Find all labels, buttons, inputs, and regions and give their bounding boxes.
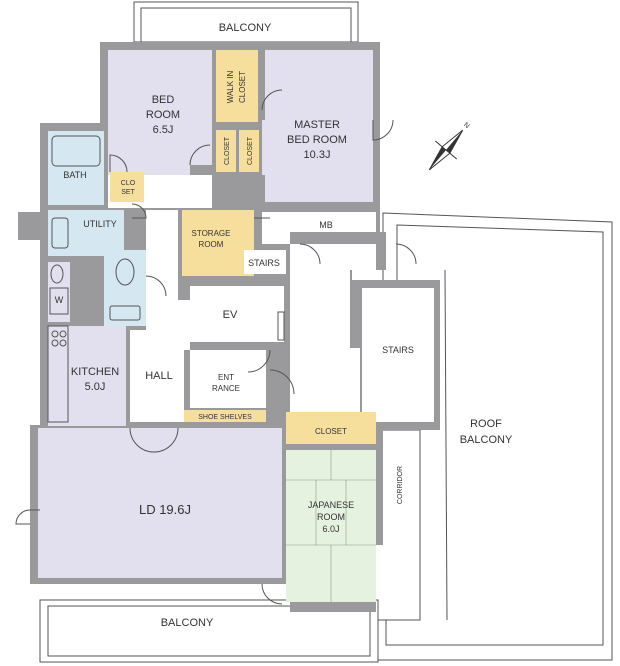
ev-floor bbox=[190, 286, 284, 342]
closet-floor-2 bbox=[239, 130, 259, 172]
roof-label-1: ROOF bbox=[470, 418, 502, 430]
walk-in-label-1: WALK IN bbox=[226, 70, 235, 103]
storage-room-floor bbox=[182, 210, 254, 276]
small-closet-floor bbox=[110, 172, 144, 202]
japanese-closet-floor bbox=[286, 412, 376, 444]
master-bedroom-floor bbox=[262, 50, 373, 202]
ev-door-icon bbox=[277, 311, 285, 341]
shoe-shelves-label: SHOE SHELVES bbox=[198, 414, 252, 421]
ld-floor bbox=[38, 428, 282, 578]
svg-text:N: N bbox=[462, 122, 470, 131]
laundry-basin-icon bbox=[50, 264, 64, 284]
north-arrow-icon: N bbox=[428, 122, 470, 171]
laundry-floor bbox=[48, 262, 70, 322]
toilet-sink-icon bbox=[109, 305, 141, 321]
kitchen-label-2: 5.0J bbox=[85, 381, 106, 393]
hallway-floor bbox=[146, 210, 190, 350]
bedroom-label-3: 6.5J bbox=[153, 124, 174, 136]
stairs-small-label: STAIRS bbox=[248, 258, 280, 268]
roof-label-2: BALCONY bbox=[460, 434, 513, 446]
tatami-lines bbox=[286, 450, 376, 602]
corridor-floor bbox=[384, 432, 414, 544]
closet-label-2: CLOSET bbox=[247, 136, 254, 165]
entrance-label-1: ENT bbox=[218, 373, 234, 382]
mb-floor bbox=[262, 212, 376, 244]
kitchen-floor bbox=[48, 326, 126, 426]
japanese-label-3: 6.0J bbox=[322, 524, 339, 534]
stairs-big-label: STAIRS bbox=[382, 345, 414, 355]
corridor-label: CORRIDOR bbox=[397, 466, 404, 504]
utility-label: UTILITY bbox=[83, 219, 117, 229]
ld-label: LD 19.6J bbox=[139, 502, 191, 517]
bedroom-label-2: ROOM bbox=[146, 109, 180, 121]
entrance-floor bbox=[190, 350, 266, 408]
washer-label: W bbox=[55, 295, 64, 305]
washbasin-icon bbox=[51, 217, 69, 249]
master-label-1: MASTER bbox=[294, 119, 340, 131]
stove-burner-icon bbox=[51, 330, 59, 338]
labels: BALCONY BED ROOM 6.5J WALK IN CLOSET MAS… bbox=[55, 22, 513, 629]
door-swings bbox=[15, 89, 417, 605]
bath-floor bbox=[48, 131, 104, 205]
small-closet-label-1: CLO bbox=[121, 180, 136, 187]
walk-in-closet-floor bbox=[216, 50, 258, 122]
bathtub-icon bbox=[51, 135, 101, 167]
walk-in-label-2: CLOSET bbox=[238, 71, 247, 103]
master-label-3: 10.3J bbox=[304, 149, 331, 161]
entrance-label-2: RANCE bbox=[212, 384, 240, 393]
japanese-closet-label: CLOSET bbox=[315, 427, 347, 436]
bedroom-label-1: BED bbox=[152, 94, 175, 106]
stairs-small-floor bbox=[244, 250, 286, 274]
master-label-2: BED ROOM bbox=[287, 134, 347, 146]
hall-floor bbox=[130, 330, 184, 422]
closet-floor-1 bbox=[216, 130, 236, 172]
washer-box bbox=[49, 287, 69, 315]
bath-label: BATH bbox=[63, 170, 86, 180]
storage-label-1: STORAGE bbox=[192, 229, 231, 238]
balcony-bottom-label: BALCONY bbox=[161, 617, 214, 629]
hall-label: HALL bbox=[145, 370, 173, 382]
ev-label: EV bbox=[223, 309, 238, 321]
bedroom-floor bbox=[108, 50, 212, 175]
kitchen-counter-icon bbox=[47, 325, 69, 423]
japanese-label-1: JAPANESE bbox=[308, 500, 354, 510]
japanese-label-2: ROOM bbox=[317, 512, 345, 522]
kitchen-label-1: KITCHEN bbox=[71, 366, 119, 378]
small-closet-label-2: SET bbox=[121, 189, 135, 196]
utility-floor bbox=[48, 210, 124, 256]
shoe-shelves-floor bbox=[184, 410, 266, 422]
fixtures bbox=[47, 135, 285, 423]
toilet-icon bbox=[115, 258, 135, 286]
storage-label-2: ROOM bbox=[199, 240, 224, 249]
exterior-corridor-floor bbox=[290, 244, 376, 424]
stairs-big-floor bbox=[362, 288, 434, 422]
closet-label-1: CLOSET bbox=[224, 136, 231, 165]
mb-label: MB bbox=[319, 220, 333, 230]
balcony-top-label: BALCONY bbox=[219, 22, 272, 34]
toilet-floor bbox=[104, 250, 146, 326]
